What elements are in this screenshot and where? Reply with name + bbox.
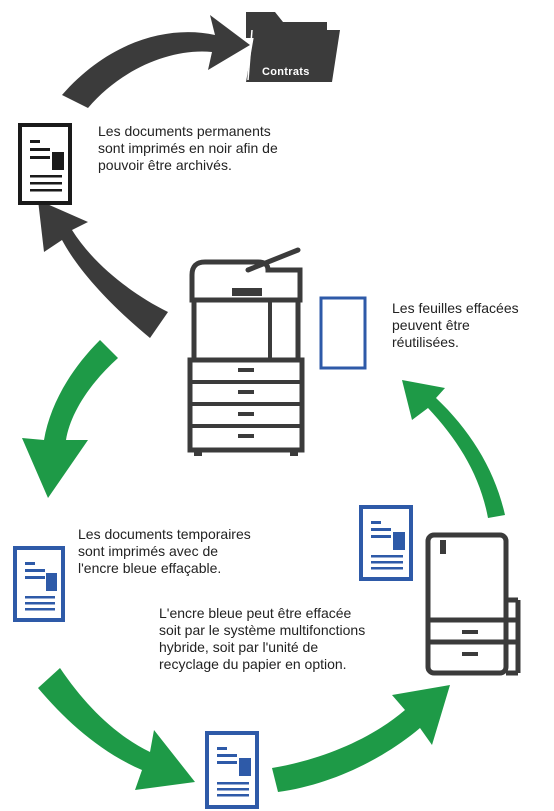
- multifunction-printer-icon: [187, 247, 305, 456]
- text-line: réutilisées.: [392, 334, 459, 350]
- folder-label: Contrats: [262, 66, 310, 78]
- text-line: Les documents permanents: [98, 123, 271, 139]
- text-line: Les documents temporaires: [78, 526, 251, 542]
- arrow-to-blue-document: [22, 340, 118, 498]
- text-line: sont imprimés en noir afin de: [98, 140, 278, 156]
- paper-recycling-unit-icon: [425, 532, 521, 676]
- text-line: recyclage du papier en option.: [159, 656, 347, 672]
- erasable-ink-text: L'encre bleue peut être effacée soit par…: [159, 605, 424, 673]
- arrow-to-blank-sheet: [402, 380, 505, 518]
- arrow-to-folder: [62, 15, 250, 108]
- reusable-sheets-text: Les feuilles effacées peuvent être réuti…: [392, 300, 552, 351]
- arrow-to-recycler: [272, 685, 450, 792]
- black-document-icon: [18, 123, 72, 205]
- permanent-documents-text: Les documents permanents sont imprimés e…: [98, 123, 338, 174]
- text-line: sont imprimés avec de: [78, 543, 219, 559]
- text-line: hybride, soit par l'unité de: [159, 639, 319, 655]
- text-line: peuvent être: [392, 317, 470, 333]
- blue-document-icon: [205, 731, 259, 809]
- arrow-to-bottom-document: [38, 668, 195, 790]
- text-line: pouvoir être archivés.: [98, 157, 232, 173]
- blue-document-icon: [13, 546, 65, 622]
- arrow-to-black-document: [38, 200, 168, 338]
- text-line: l'encre bleue effaçable.: [78, 560, 222, 576]
- text-line: Les feuilles effacées: [392, 300, 519, 316]
- temporary-documents-text: Les documents temporaires sont imprimés …: [78, 526, 318, 577]
- text-line: L'encre bleue peut être effacée: [159, 605, 352, 621]
- text-line: soit par le système multifonctions: [159, 622, 366, 638]
- blank-sheet-icon: [319, 296, 367, 370]
- blue-document-icon: [359, 505, 413, 581]
- folder-icon: [246, 12, 340, 82]
